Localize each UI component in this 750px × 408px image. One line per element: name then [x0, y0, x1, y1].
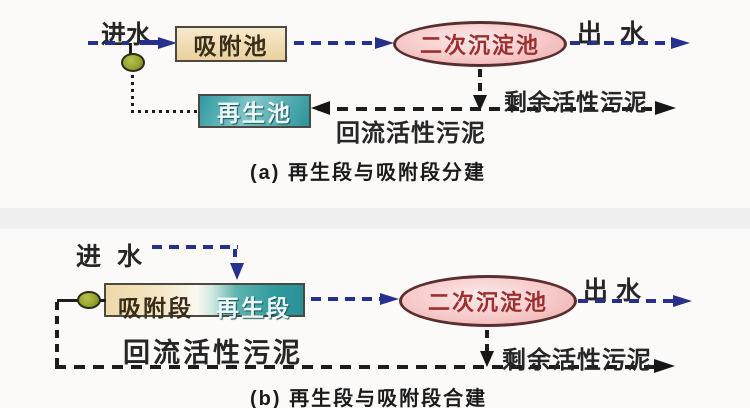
return-sludge-label-a: 回流活性污泥: [336, 120, 486, 147]
clarifier-drop-line-b: [485, 330, 489, 353]
inflow-junction-drop-a: [129, 43, 132, 56]
inflow-corner-drop-b: [233, 249, 237, 263]
valve-right-link-b: [99, 299, 106, 302]
return-arrowhead-icon-a: [311, 101, 330, 115]
outflow-arrowhead-icon-b: [673, 295, 692, 307]
clarifier-in-arrowhead-icon-b: [380, 293, 399, 305]
adsorption-section-label-b: 吸附段: [118, 295, 193, 321]
valve-left-link-b: [57, 299, 79, 302]
caption-b: (b) 再生段与吸附段合建: [250, 388, 488, 408]
outflow-arrowhead-icon-a: [671, 37, 690, 49]
secondary-clarifier-a: 二次沉淀池: [393, 21, 567, 67]
excess-arrowhead-icon-a: [655, 101, 676, 115]
adsorption-to-clarifier-line-a: [294, 41, 376, 45]
inflow-dashed-line-a: [88, 41, 129, 45]
inflow-label-b: 进水: [76, 243, 159, 271]
valve-to-regen-dotted-v-a: [131, 75, 134, 113]
excess-sludge-label-b: 剩余活性污泥: [502, 347, 652, 374]
clarifier-drop-line-a: [478, 69, 482, 97]
bottom-sludge-line-b: [55, 365, 655, 369]
outflow-dashed-line-b: [578, 299, 674, 303]
inflow-arrowhead-icon-a: [158, 37, 177, 49]
inflow-arrowhead-icon-b: [230, 263, 244, 280]
caption-a: (a) 再生段与吸附段分建: [250, 162, 486, 184]
secondary-clarifier-b: 二次沉淀池: [399, 275, 577, 327]
tank-to-clarifier-line-b: [311, 297, 381, 301]
inflow-label-a: 进水: [101, 21, 152, 49]
valve-to-regen-dotted-h-a: [131, 110, 197, 113]
valve-circle-b: [77, 291, 101, 309]
inflow-arrow-shaft-a: [140, 40, 162, 45]
divider-band: [0, 208, 750, 229]
clarifier-drop-arrowhead-icon-b: [480, 351, 494, 367]
outflow-dashed-line-a: [570, 41, 670, 45]
combined-tank-b: 吸附段 再生段: [104, 283, 305, 321]
return-sludge-label-b: 回流活性污泥: [123, 338, 303, 368]
recycle-left-dashed-v-b: [55, 302, 59, 367]
excess-sludge-label-a: 剩余活性污泥: [504, 89, 648, 115]
clarifier-in-arrowhead-icon-a: [375, 37, 394, 49]
inflow-dashed-line-b: [152, 245, 238, 249]
regeneration-section-label-b: 再生段: [216, 295, 291, 321]
regeneration-tank-a: 再生池: [198, 94, 311, 128]
sludge-return-line-a: [318, 107, 658, 111]
excess-arrowhead-icon-b: [654, 359, 675, 373]
valve-circle-a: [121, 53, 145, 72]
adsorption-tank-a: 吸附池: [175, 26, 287, 62]
